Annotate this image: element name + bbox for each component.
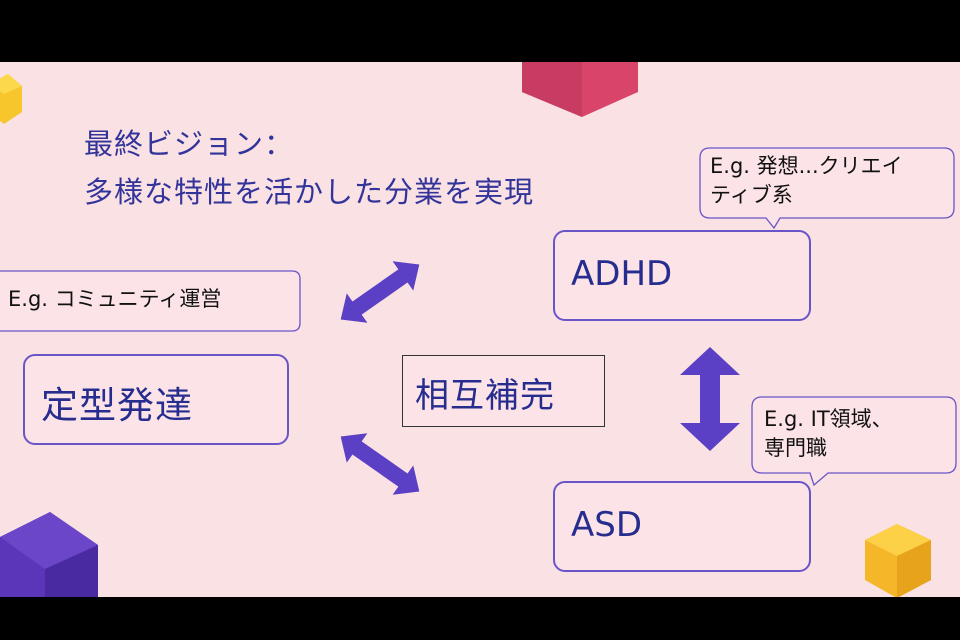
red-cube-top bbox=[522, 62, 638, 117]
yellow-cube-top-left bbox=[0, 74, 22, 124]
slide: 最終ビジョン： 多様な特性を活かした分業を実現 E.g. コミュニティ運営 E.… bbox=[0, 62, 960, 597]
node-asd: ASD bbox=[553, 481, 811, 572]
callout-asd-line-1: E.g. IT領域、 bbox=[764, 407, 893, 431]
node-typical-label: 定型発達 bbox=[41, 384, 193, 427]
slide-title: 最終ビジョン： 多様な特性を活かした分業を実現 bbox=[84, 120, 534, 216]
node-typical-development: 定型発達 bbox=[23, 354, 289, 445]
callout-typical-text: E.g. コミュニティ運営 bbox=[8, 287, 222, 311]
callout-asd-shape bbox=[751, 396, 957, 487]
callout-asd: E.g. IT領域、 専門職 bbox=[750, 395, 960, 490]
callout-adhd-line-2: ティブ系 bbox=[710, 183, 793, 207]
callout-asd-line-2: 専門職 bbox=[764, 436, 827, 460]
title-line-1: 最終ビジョン： bbox=[84, 127, 295, 161]
double-arrow-typical-asd bbox=[340, 433, 420, 495]
yellow-cube-bottom-right bbox=[865, 524, 931, 597]
double-arrow-adhd-asd bbox=[680, 347, 740, 451]
node-adhd: ADHD bbox=[553, 230, 811, 321]
callout-typical-shape bbox=[0, 270, 301, 332]
purple-cube-bottom-left bbox=[0, 512, 98, 597]
callout-adhd: E.g. 発想...クリエイ ティブ系 bbox=[698, 146, 958, 236]
callout-typical: E.g. コミュニティ運営 bbox=[0, 269, 302, 335]
callout-adhd-shape bbox=[699, 147, 955, 230]
center-label: 相互補完 bbox=[415, 376, 555, 416]
node-asd-label: ASD bbox=[571, 505, 643, 545]
callout-adhd-line-1: E.g. 発想...クリエイ bbox=[710, 154, 903, 178]
center-complementary-box: 相互補完 bbox=[402, 355, 605, 427]
callout-asd-text: E.g. IT領域、 専門職 bbox=[764, 405, 893, 463]
double-arrow-typical-adhd bbox=[340, 261, 420, 323]
title-line-2: 多様な特性を活かした分業を実現 bbox=[84, 175, 535, 209]
node-adhd-label: ADHD bbox=[571, 254, 673, 294]
callout-adhd-text: E.g. 発想...クリエイ ティブ系 bbox=[710, 152, 903, 210]
